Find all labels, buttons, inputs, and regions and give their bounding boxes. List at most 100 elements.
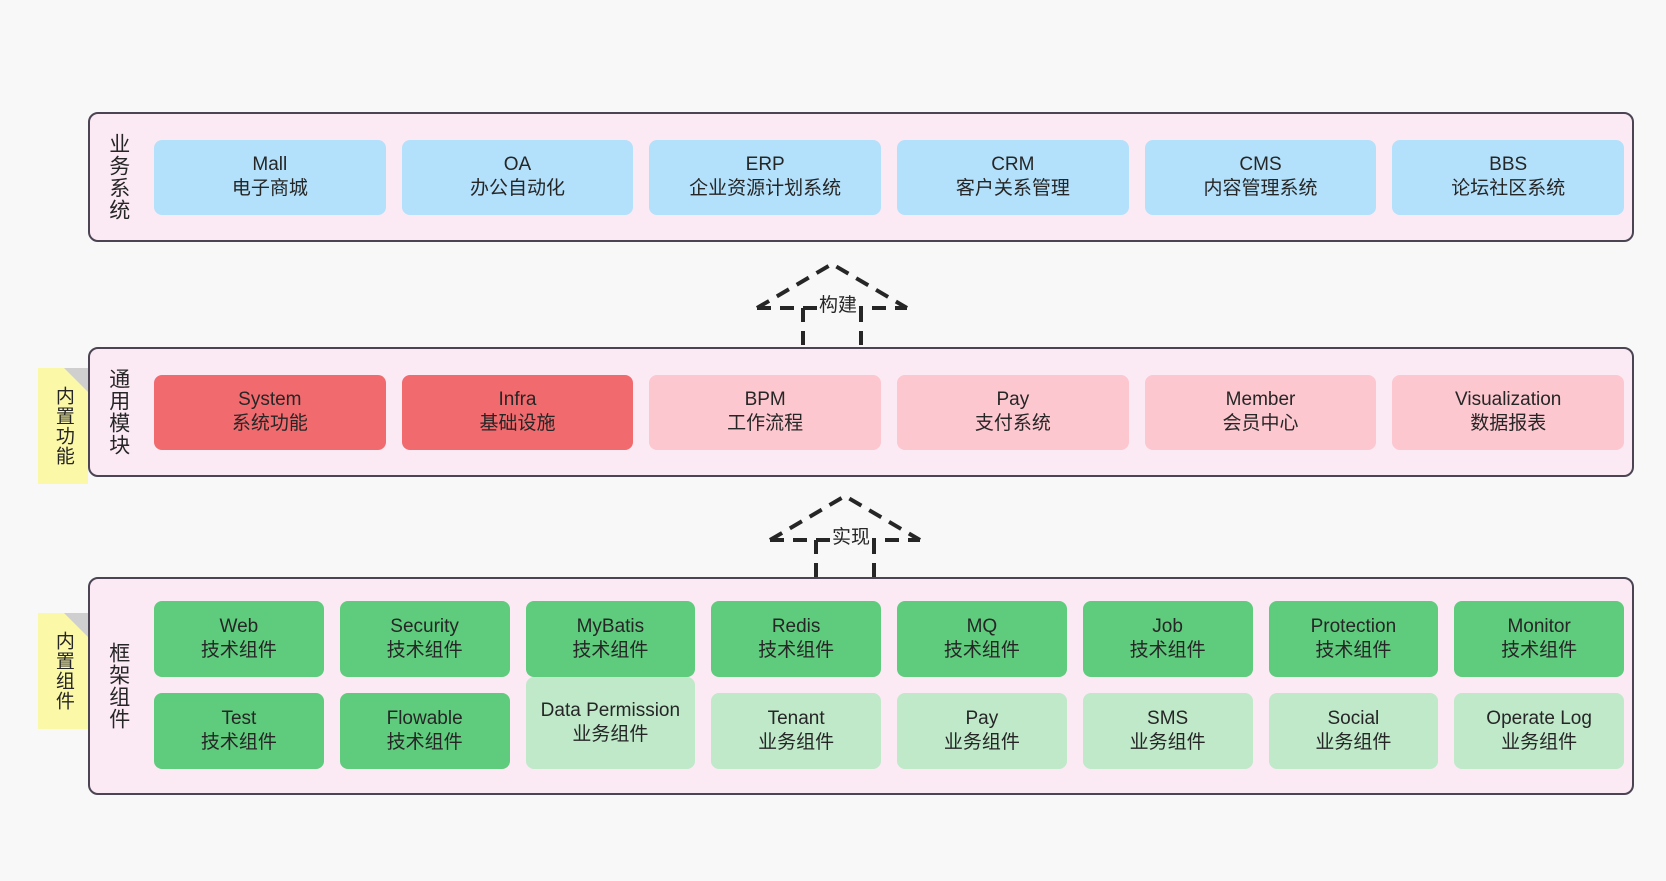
card-cms[interactable]: CMS 内容管理系统 [1144,139,1377,215]
card-title-en: Visualization [1455,389,1562,411]
note-builtin-component[interactable]: 内置组件 [38,613,88,729]
card-mybatis[interactable]: MyBatis 技术组件 [525,601,696,677]
card-title-cn: 业务组件 [1501,732,1578,753]
card-title-cn: 客户关系管理 [955,178,1070,199]
card-title-cn: 基础设施 [479,413,556,434]
card-title-cn: 技术组件 [386,640,463,661]
card-title-en: ERP [745,154,785,176]
card-title-en: Data Permission [540,700,681,722]
card-title-cn: 数据报表 [1470,413,1547,434]
card-column: Redis 技术组件 Tenant 业务组件 [703,579,889,793]
connector-build: 构建 [755,258,910,350]
card-title-cn: 业务组件 [572,724,649,745]
card-column: BBS 论坛社区系统 [1384,114,1632,240]
framework-component-card-grid: Web 技术组件 Test 技术组件 Security 技术组件 Flowabl… [146,579,1632,793]
card-column: BPM 工作流程 [641,349,889,475]
layer-business-system[interactable]: 业务系统 Mall 电子商城 OA 办公自动化 ERP 企业资源计划系统 [88,112,1634,242]
card-sms[interactable]: SMS 业务组件 [1082,693,1253,769]
card-pay[interactable]: Pay 支付系统 [897,374,1129,450]
card-column: Mall 电子商城 [146,114,394,240]
card-title-cn: 技术组件 [386,732,463,753]
card-title-en: Tenant [767,708,825,730]
card-title-en: CMS [1239,154,1282,176]
card-title-en: Social [1327,708,1380,730]
card-column: MQ 技术组件 Pay 业务组件 [889,579,1075,793]
card-redis[interactable]: Redis 技术组件 [711,601,881,677]
card-bpm[interactable]: BPM 工作流程 [649,374,882,450]
card-title-en: Pay [996,389,1030,411]
card-title-en: Monitor [1507,616,1571,638]
card-title-en: Member [1225,389,1296,411]
card-title-en: Protection [1310,616,1397,638]
card-title-cn: 技术组件 [943,640,1020,661]
card-column: CRM 客户关系管理 [889,114,1137,240]
layer-common-module[interactable]: 通用模块 System 系统功能 Infra 基础设施 BPM 工作流程 [88,347,1634,477]
common-module-card-list: System 系统功能 Infra 基础设施 BPM 工作流程 Pay [146,349,1632,475]
card-column: ERP 企业资源计划系统 [641,114,889,240]
card-title-en: OA [503,154,532,176]
card-column: Job 技术组件 SMS 业务组件 [1075,579,1261,793]
card-visualization[interactable]: Visualization 数据报表 [1392,374,1625,450]
card-bbs[interactable]: BBS 论坛社区系统 [1392,139,1625,215]
card-pay-component[interactable]: Pay 业务组件 [897,693,1067,769]
card-title-cn: 电子商城 [231,178,308,199]
card-member[interactable]: Member 会员中心 [1144,374,1377,450]
card-flowable[interactable]: Flowable 技术组件 [339,693,510,769]
card-title-en: SMS [1147,708,1189,730]
card-title-cn: 技术组件 [200,732,277,753]
card-data-permission[interactable]: Data Permission 业务组件 [525,677,696,769]
card-title-en: Infra [498,389,537,411]
card-column: Web 技术组件 Test 技术组件 [146,579,332,793]
card-system[interactable]: System 系统功能 [154,374,386,450]
card-job[interactable]: Job 技术组件 [1082,601,1253,677]
layer-framework-component[interactable]: 框架组件 Web 技术组件 Test 技术组件 Security 技术组件 F [88,577,1634,795]
card-title-cn: 支付系统 [974,413,1051,434]
note-label: 内置组件 [52,631,74,711]
card-title-en: BBS [1489,154,1528,176]
card-column: CMS 内容管理系统 [1137,114,1385,240]
card-title-en: Web [219,616,259,638]
card-column: Protection 技术组件 Social 业务组件 [1261,579,1447,793]
card-web[interactable]: Web 技术组件 [154,601,324,677]
card-title-en: Flowable [386,708,463,730]
card-title-cn: 工作流程 [727,413,804,434]
card-title-cn: 业务组件 [1129,732,1206,753]
card-title-en: Job [1152,616,1183,638]
card-social[interactable]: Social 业务组件 [1268,693,1439,769]
card-title-en: MQ [966,616,998,638]
note-builtin-function[interactable]: 内置功能 [38,368,88,484]
card-title-cn: 技术组件 [1315,640,1392,661]
card-title-cn: 技术组件 [1129,640,1206,661]
card-column: Member 会员中心 [1137,349,1385,475]
card-title-en: CRM [991,154,1035,176]
business-system-card-list: Mall 电子商城 OA 办公自动化 ERP 企业资源计划系统 CRM [146,114,1632,240]
card-title-en: Redis [771,616,821,638]
card-title-cn: 业务组件 [1315,732,1392,753]
card-monitor[interactable]: Monitor 技术组件 [1454,601,1624,677]
card-column: Visualization 数据报表 [1384,349,1632,475]
card-title-en: Operate Log [1486,708,1592,730]
card-title-cn: 论坛社区系统 [1451,178,1566,199]
card-crm[interactable]: CRM 客户关系管理 [897,139,1129,215]
card-title-cn: 技术组件 [1501,640,1578,661]
layer-title-business-system: 业务系统 [106,133,130,221]
note-label: 内置功能 [52,386,74,466]
card-operate-log[interactable]: Operate Log 业务组件 [1454,693,1624,769]
card-tenant[interactable]: Tenant 业务组件 [711,693,881,769]
card-erp[interactable]: ERP 企业资源计划系统 [649,139,882,215]
card-title-cn: 内容管理系统 [1203,178,1318,199]
card-protection[interactable]: Protection 技术组件 [1268,601,1439,677]
card-security[interactable]: Security 技术组件 [339,601,510,677]
card-column: OA 办公自动化 [394,114,642,240]
card-test[interactable]: Test 技术组件 [154,693,324,769]
note-fold-corner-icon [64,368,88,392]
card-column: System 系统功能 [146,349,394,475]
card-title-cn: 技术组件 [758,640,835,661]
card-mall[interactable]: Mall 电子商城 [154,139,386,215]
card-mq[interactable]: MQ 技术组件 [897,601,1067,677]
card-title-cn: 技术组件 [572,640,649,661]
card-infra[interactable]: Infra 基础设施 [401,374,634,450]
card-oa[interactable]: OA 办公自动化 [401,139,634,215]
connector-implement: 实现 [768,490,923,582]
